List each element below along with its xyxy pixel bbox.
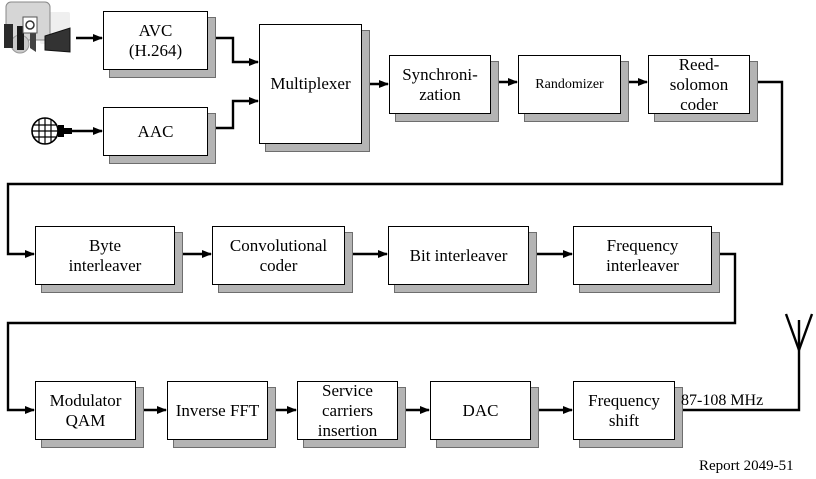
frequency-shift-block: Frequency shift <box>573 381 675 440</box>
randomizer-block: Randomizer <box>518 55 621 114</box>
microphone-icon <box>31 117 72 145</box>
multiplexer-block: Multiplexer <box>259 24 362 144</box>
bit-interleaver-block: Bit interleaver <box>388 226 529 285</box>
frequency-interleaver-block: Frequency interleaver <box>573 226 712 285</box>
aac-encoder-block: AAC <box>103 107 208 156</box>
dac-block: DAC <box>430 381 531 440</box>
reed-solomon-coder-block: Reed- solomon coder <box>648 55 750 114</box>
arrow-avc-to-multiplexer <box>208 36 259 66</box>
output-band-label: 87-108 MHz <box>681 392 764 409</box>
inverse-fft-block: Inverse FFT <box>167 381 268 440</box>
arrow-freqint-to-modulator <box>6 252 737 414</box>
modulator-qam-block: Modulator QAM <box>35 381 136 440</box>
synchronization-block: Synchroni- zation <box>389 55 491 114</box>
line-freqshift-to-antenna <box>675 346 801 412</box>
arrow-rs-to-byte-interleaver <box>6 80 784 258</box>
video-camera-icon <box>2 1 76 54</box>
report-number-label: Report 2049-51 <box>699 458 794 474</box>
service-carriers-insertion-block: Service carriers insertion <box>297 381 398 440</box>
byte-interleaver-block: Byte interleaver <box>35 226 175 285</box>
convolutional-coder-block: Convolutional coder <box>212 226 345 285</box>
avc-encoder-block: AVC (H.264) <box>103 11 208 70</box>
arrow-aac-to-multiplexer <box>208 97 259 130</box>
antenna-icon <box>784 313 814 351</box>
